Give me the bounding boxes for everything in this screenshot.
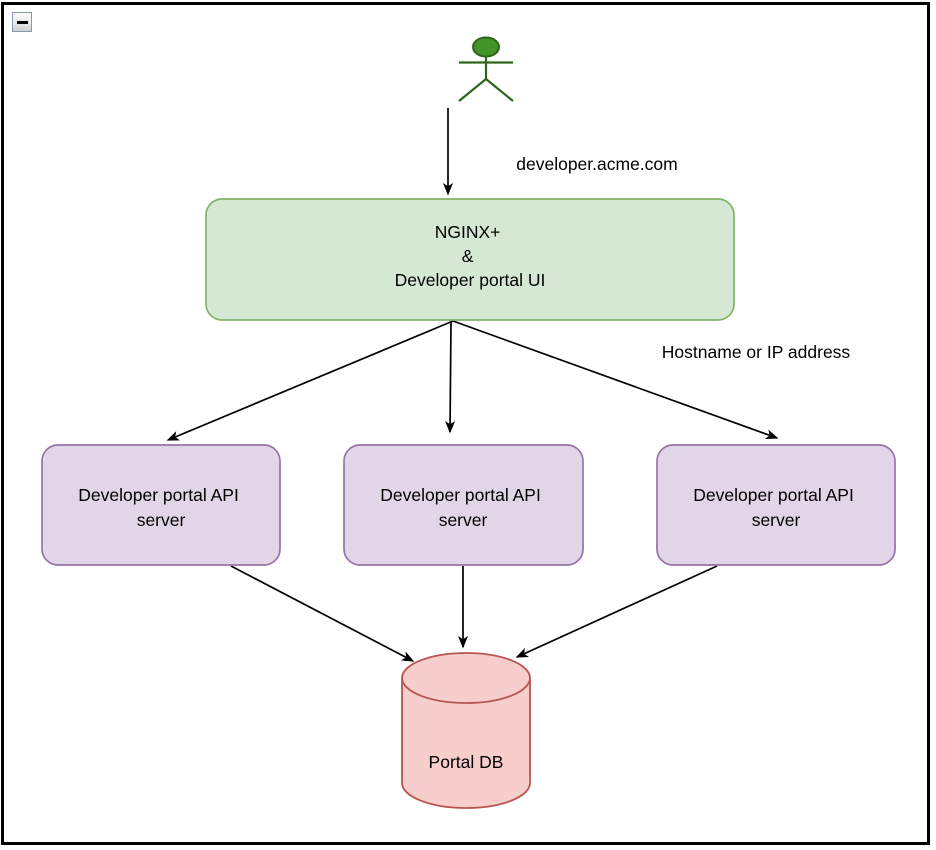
api-server-box: [656, 444, 896, 566]
edge-gateway-to-api-middle[interactable]: [445, 320, 456, 434]
api-server-node-left[interactable]: Developer portal API server: [41, 444, 281, 566]
database-cylinder: [401, 652, 531, 809]
api-server-label: Developer portal API server: [78, 485, 243, 530]
database-cylinder-rim: [401, 677, 531, 704]
api-server-box: [41, 444, 281, 566]
api-server-label: Developer portal API server: [380, 485, 545, 530]
edges: [166, 108, 779, 662]
edge-gateway-to-api-right[interactable]: [452, 320, 779, 439]
api-server-node-right[interactable]: Developer portal API server: [656, 444, 896, 566]
actor-head: [472, 36, 500, 58]
api-server-box: [343, 444, 584, 566]
actor-leg-right: [485, 78, 514, 102]
actor-leg-left: [458, 78, 487, 102]
edge-label-hostname: Hostname or IP address: [662, 342, 851, 362]
edge-api-left-to-db[interactable]: [230, 565, 415, 662]
edge-gateway-to-api-left[interactable]: [166, 320, 454, 441]
gateway-node[interactable]: NGINX+ & Developer portal UI: [205, 198, 735, 321]
gateway-box: [205, 198, 735, 321]
edge-label-developer-url: developer.acme.com: [516, 154, 677, 174]
database-label: Portal DB: [429, 752, 504, 772]
api-server-node-middle[interactable]: Developer portal API server: [343, 444, 584, 566]
database-node[interactable]: Portal DB: [401, 652, 531, 809]
gateway-label: NGINX+ & Developer portal UI: [395, 222, 546, 290]
user-actor-icon[interactable]: [458, 36, 514, 102]
edge-api-right-to-db[interactable]: [515, 565, 718, 658]
collapse-button[interactable]: [12, 12, 32, 32]
minus-icon: [16, 20, 28, 24]
api-server-label: Developer portal API server: [693, 485, 858, 530]
